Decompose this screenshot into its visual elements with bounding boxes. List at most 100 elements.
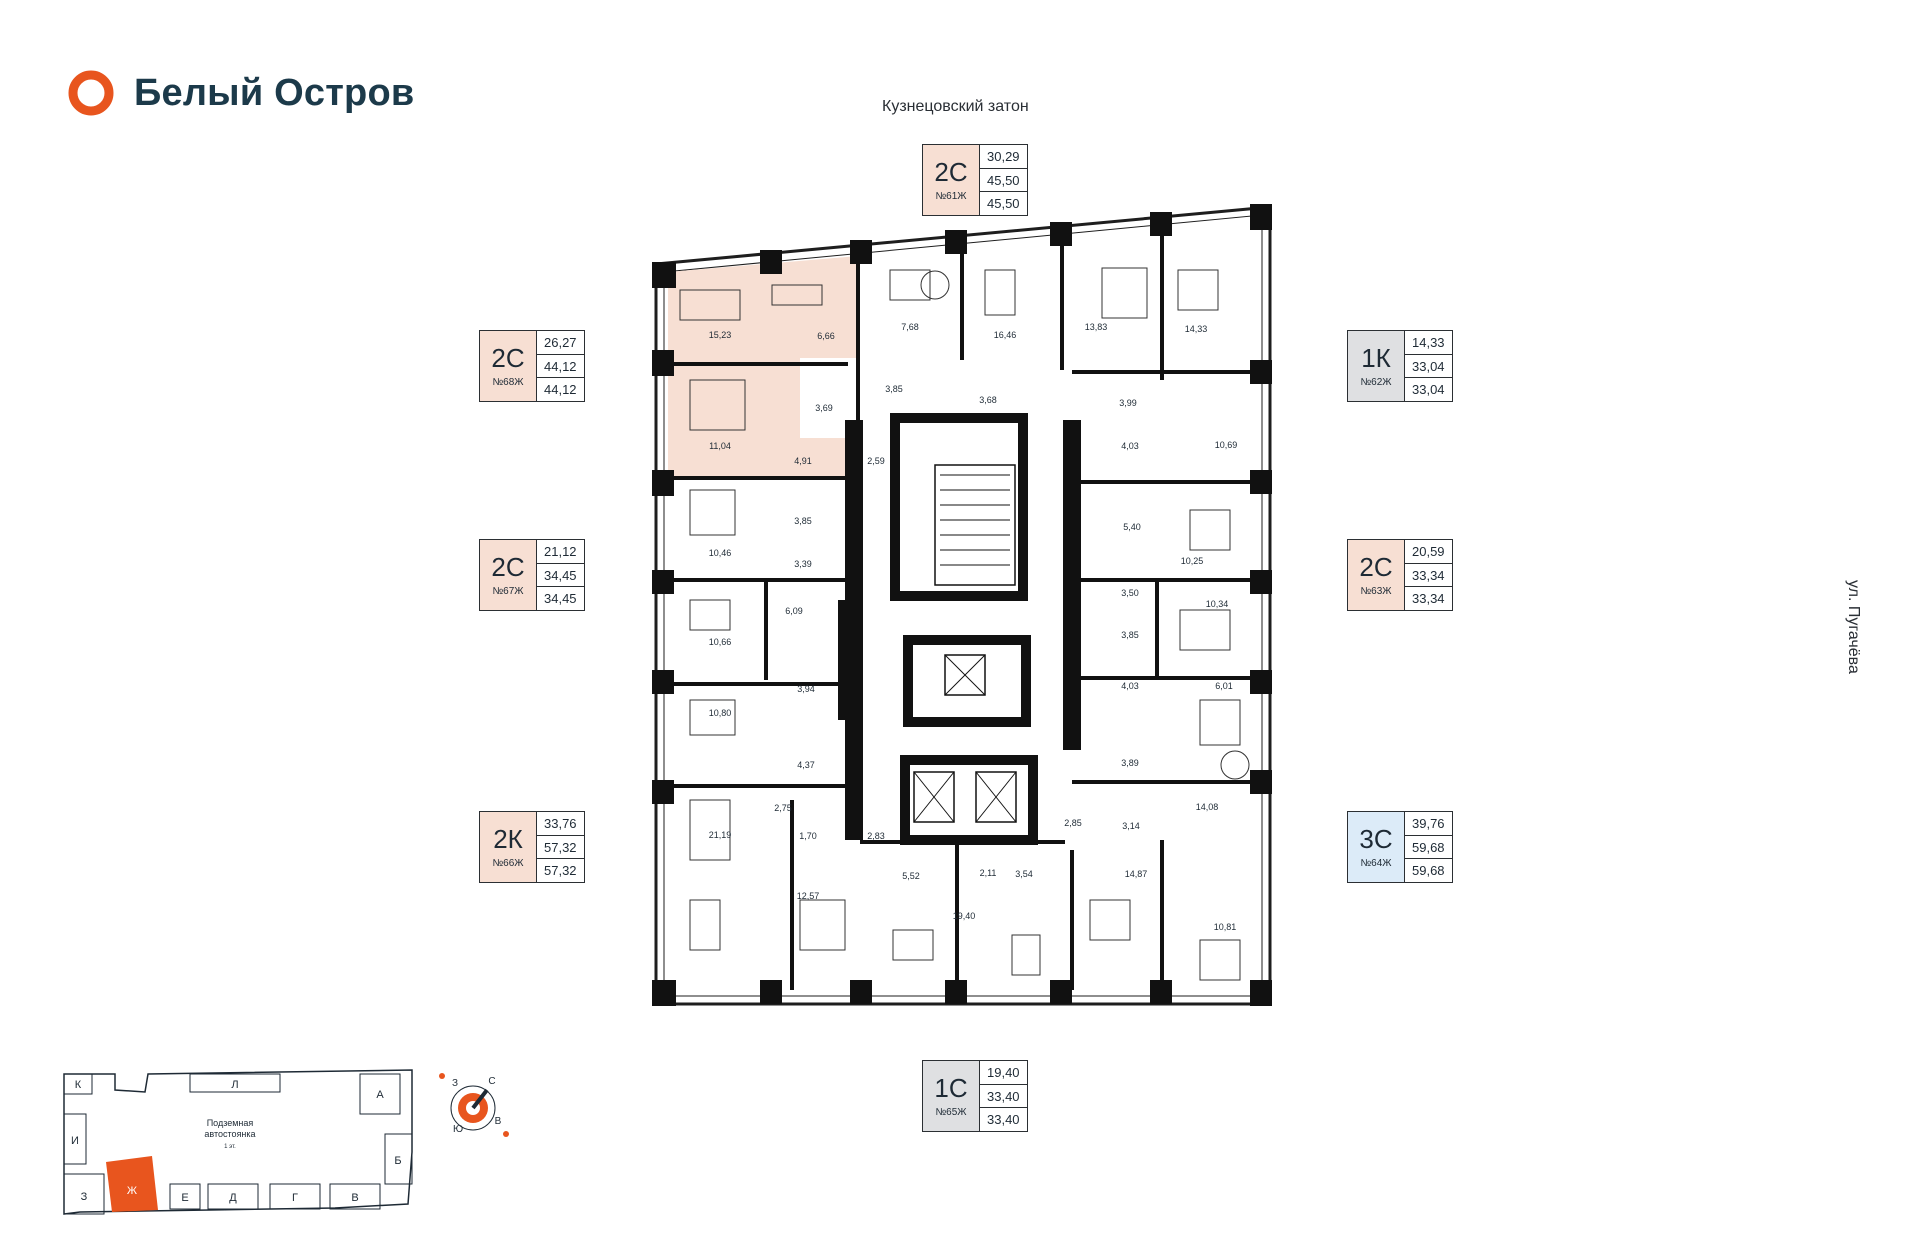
room-area-label: 19,40 — [953, 911, 976, 921]
section-label-v: В — [351, 1192, 358, 1204]
total-area: 33,40 — [980, 1085, 1027, 1109]
section-active-marker[interactable] — [106, 1156, 158, 1212]
section-label-d: Д — [229, 1192, 237, 1204]
apartment-number: №68Ж — [492, 376, 524, 388]
room-area-label: 2,11 — [980, 868, 997, 878]
card-type-cell: 1С №65Ж — [923, 1061, 980, 1131]
room-area-label: 1,70 — [799, 831, 817, 841]
apartment-card-64[interactable]: 3С №64Ж 39,76 59,68 59,68 — [1347, 811, 1453, 883]
room-area-label: 10,25 — [1181, 556, 1204, 566]
section-label-a: А — [376, 1089, 384, 1101]
room-area-label: 2,85 — [1064, 818, 1082, 828]
ring-logo-icon — [68, 70, 114, 116]
street-label-top: Кузнецовский затон — [882, 98, 1029, 115]
apartment-type: 2С — [491, 551, 525, 582]
compass-west: З — [452, 1078, 458, 1089]
apartment-number: №62Ж — [1360, 376, 1392, 388]
living-area: 30,29 — [980, 145, 1027, 169]
apartment-card-65[interactable]: 1С №65Ж 19,40 33,40 33,40 — [922, 1060, 1028, 1132]
parking-label-1: Подземная — [207, 1118, 254, 1128]
room-area-label: 10,66 — [709, 637, 732, 647]
room-area-label: 10,34 — [1206, 599, 1229, 609]
card-type-cell: 2С №63Ж — [1348, 540, 1405, 610]
card-type-cell: 2С №67Ж — [480, 540, 537, 610]
apartment-type: 2С — [1359, 551, 1393, 582]
living-area: 26,27 — [537, 331, 584, 355]
room-area-label: 3,14 — [1122, 821, 1140, 831]
room-area-label: 15,23 — [709, 330, 732, 340]
card-type-cell: 2С №68Ж — [480, 331, 537, 401]
room-area-label: 11,04 — [709, 441, 731, 451]
room-area-label: 10,80 — [709, 708, 732, 718]
apartment-number: №65Ж — [935, 1106, 967, 1118]
living-area: 33,76 — [537, 812, 584, 836]
apartment-card-66[interactable]: 2К №66Ж 33,76 57,32 57,32 — [479, 811, 585, 883]
section-label-z: З — [81, 1191, 88, 1203]
apartment-card-63[interactable]: 2С №63Ж 20,59 33,34 33,34 — [1347, 539, 1453, 611]
room-area-label: 3,68 — [979, 395, 997, 405]
living-area: 39,76 — [1405, 812, 1452, 836]
section-label-k: К — [75, 1079, 82, 1091]
room-area-label: 5,40 — [1123, 522, 1141, 532]
brand-name: Белый Остров — [134, 71, 415, 114]
apartment-card-67[interactable]: 2С №67Ж 21,12 34,45 34,45 — [479, 539, 585, 611]
total-area-2: 57,32 — [544, 863, 577, 879]
total-area: 34,45 — [537, 564, 584, 588]
total-area: 45,50 — [980, 169, 1027, 193]
room-area-label: 12,57 — [797, 891, 820, 901]
room-area-label: 10,46 — [709, 548, 732, 558]
card-type-cell: 2С №61Ж — [923, 145, 980, 215]
room-area-label: 3,50 — [1121, 588, 1139, 598]
room-area-label: 3,99 — [1119, 398, 1137, 408]
room-area-label: 13,83 — [1085, 322, 1108, 332]
room-area-label: 2,75 — [774, 803, 792, 813]
parking-label-2: автостоянка — [204, 1129, 255, 1139]
parking-label-3: 1 эт. — [224, 1144, 236, 1150]
section-label-b: Б — [394, 1155, 401, 1167]
brand-logo: Белый Остров — [64, 66, 414, 120]
living-area: 21,12 — [537, 540, 584, 564]
apartment-type: 2С — [934, 156, 968, 187]
room-area-label: 2,83 — [867, 831, 885, 841]
compass-east: В — [495, 1116, 502, 1127]
total-area-2: 33,40 — [987, 1112, 1020, 1128]
room-area-label: 3,54 — [1015, 869, 1033, 879]
compass-south: Ю — [453, 1124, 463, 1135]
apartment-number: №66Ж — [492, 857, 524, 869]
room-area-label: 3,94 — [797, 684, 815, 694]
room-area-label: 3,39 — [794, 559, 812, 569]
total-area-2: 34,45 — [544, 591, 577, 607]
room-area-label: 10,69 — [1215, 440, 1238, 450]
living-area: 20,59 — [1405, 540, 1452, 564]
room-area-label: 5,52 — [902, 871, 920, 881]
room-area-label: 10,81 — [1214, 922, 1237, 932]
room-area-label: 14,87 — [1125, 869, 1148, 879]
room-area-label: 4,37 — [797, 760, 815, 770]
apartment-type: 1С — [934, 1072, 968, 1103]
living-area: 14,33 — [1405, 331, 1452, 355]
card-type-cell: 3С №64Ж — [1348, 812, 1405, 882]
room-area-label: 3,85 — [1121, 630, 1139, 640]
total-area: 57,32 — [537, 836, 584, 860]
room-area-label: 3,69 — [815, 403, 833, 413]
section-label-zh: Ж — [127, 1185, 137, 1197]
room-area-label: 3,89 — [1121, 758, 1139, 768]
card-type-cell: 2К №66Ж — [480, 812, 537, 882]
room-area-label: 6,66 — [817, 331, 835, 341]
apartment-type: 1К — [1361, 342, 1391, 373]
apartment-card-68[interactable]: 2С №68Ж 26,27 44,12 44,12 — [479, 330, 585, 402]
apartment-card-62[interactable]: 1К №62Ж 14,33 33,04 33,04 — [1347, 330, 1453, 402]
apartment-number: №67Ж — [492, 585, 524, 597]
section-label-g: Г — [292, 1192, 298, 1204]
room-area-label: 4,03 — [1121, 441, 1139, 451]
total-area-2: 45,50 — [987, 196, 1020, 212]
room-area-label: 14,33 — [1185, 324, 1208, 334]
room-area-label: 6,09 — [785, 606, 803, 616]
room-area-label: 3,85 — [794, 516, 812, 526]
living-area: 19,40 — [980, 1061, 1027, 1085]
apartment-card-61[interactable]: 2С №61Ж 30,29 45,50 45,50 — [922, 144, 1028, 216]
apartment-number: №63Ж — [1360, 585, 1392, 597]
room-area-label: 3,85 — [885, 384, 903, 394]
